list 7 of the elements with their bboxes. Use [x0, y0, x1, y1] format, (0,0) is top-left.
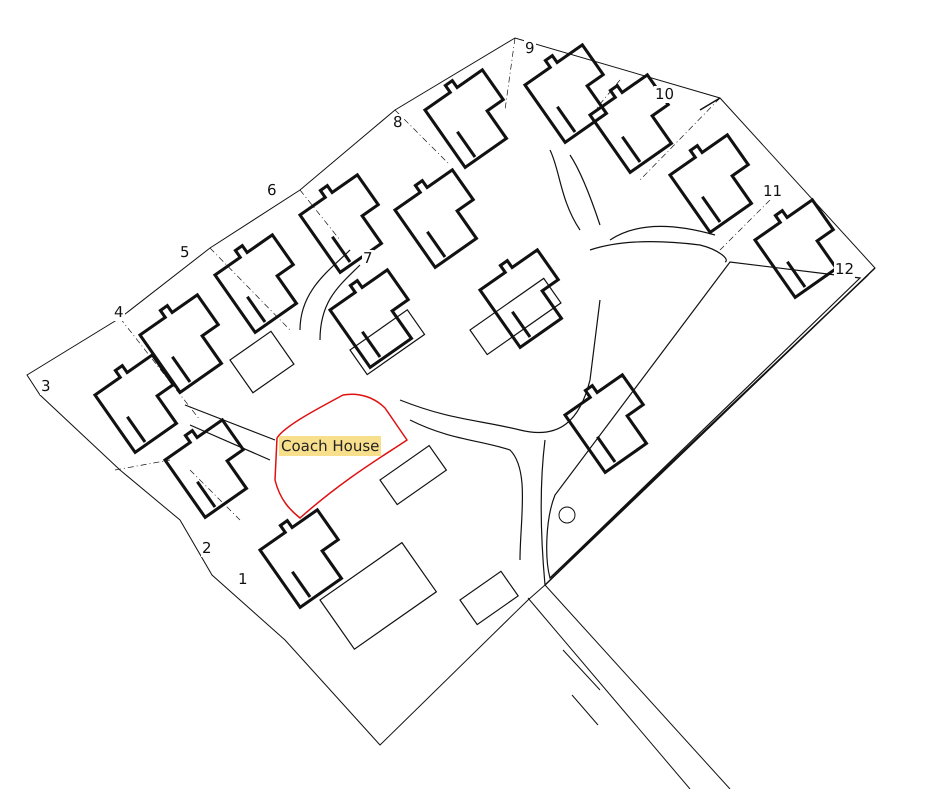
plot-number: 12 [834, 261, 856, 278]
plot-number: 10 [654, 86, 676, 103]
plot-number: 11 [762, 183, 784, 200]
plot-number: 3 [40, 378, 52, 395]
building-label: Coach House [279, 436, 382, 456]
plot-number: 4 [113, 304, 125, 321]
plot-number: 2 [201, 540, 213, 557]
